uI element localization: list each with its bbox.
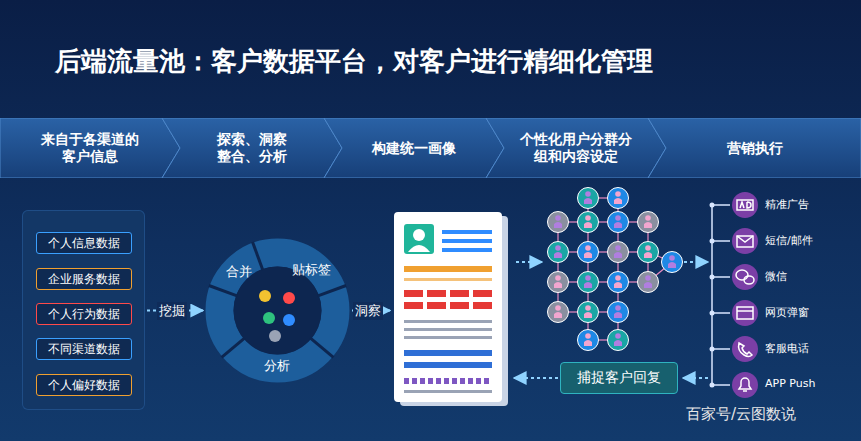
data-source-box: 个人行为数据 xyxy=(36,303,132,325)
stage-chevron: 营销执行 xyxy=(648,118,861,178)
title: 后端流量池：客户数据平台，对客户进行精细化管理 xyxy=(55,44,653,79)
connector-label: 洞察 xyxy=(353,302,383,320)
ring-segment-label: 贴标签 xyxy=(292,261,331,279)
channel-label: 精准广告 xyxy=(765,197,809,212)
reply-label: 捕捉客户回复 xyxy=(577,369,661,387)
channel-label: 短信/邮件 xyxy=(765,233,813,248)
reply-box: 捕捉客户回复 xyxy=(560,362,678,394)
stage-label: 构建统一画像 xyxy=(372,140,456,157)
watermark: 百家号/云图数说 xyxy=(686,405,796,424)
stage-label: 探索、洞察 整合、分析 xyxy=(209,131,295,165)
data-source-box: 个人偏好数据 xyxy=(36,374,132,396)
flow-arrow xyxy=(516,261,542,263)
channel-icons xyxy=(732,192,758,398)
flow-arrow xyxy=(683,377,708,379)
stage-label: 营销执行 xyxy=(727,140,783,157)
channel-label: 微信 xyxy=(765,269,787,284)
data-source-box: 不同渠道数据 xyxy=(36,338,132,360)
stage-chevron: 来自于各渠道的客户信息 xyxy=(0,118,180,178)
data-source-label: 个人信息数据 xyxy=(48,235,120,252)
data-source-label: 个人行为数据 xyxy=(48,306,120,323)
user-network xyxy=(548,188,683,351)
ring-segment-label: 合并 xyxy=(226,263,252,281)
data-source-label: 企业服务数据 xyxy=(48,271,120,288)
profile-card xyxy=(392,210,512,410)
stage-label: 来自于各渠道的客户信息 xyxy=(36,131,144,165)
analysis-ring: 合并 贴标签分析 xyxy=(205,238,350,383)
stage-chevron: 个性化用户分群分组和内容设定 xyxy=(486,118,666,178)
bracket xyxy=(711,205,713,385)
channel-label: 网页弹窗 xyxy=(765,305,809,320)
channel-label: 客服电话 xyxy=(765,341,809,356)
connector-label: 挖掘 xyxy=(157,302,187,320)
data-panel: 个人信息数据企业服务数据个人行为数据不同渠道数据个人偏好数据 xyxy=(22,210,145,410)
data-source-box: 企业服务数据 xyxy=(36,268,132,290)
ring-segment-label: 分析 xyxy=(264,357,290,375)
flow-connector xyxy=(514,377,558,379)
stage-chevron: 构建统一画像 xyxy=(324,118,504,178)
channel-label: APP Push xyxy=(765,377,815,390)
data-source-label: 不同渠道数据 xyxy=(48,341,120,358)
bracket-ticks xyxy=(710,203,731,388)
data-source-box: 个人信息数据 xyxy=(36,232,132,254)
stage-chevron: 探索、洞察 整合、分析 xyxy=(162,118,342,178)
flow-arrow xyxy=(684,261,708,263)
stage-label: 个性化用户分群分组和内容设定 xyxy=(516,131,636,165)
data-source-label: 个人偏好数据 xyxy=(48,377,120,394)
